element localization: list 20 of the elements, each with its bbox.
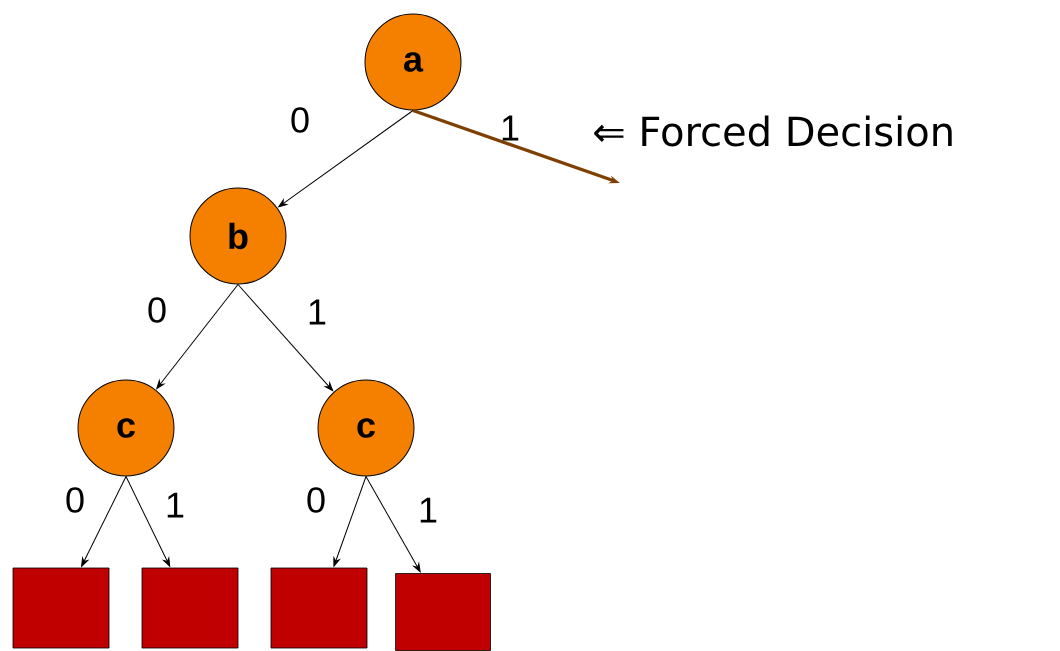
arrow xyxy=(237,284,334,392)
edge-label: 0 xyxy=(291,107,309,133)
edge-label: 0 xyxy=(148,297,166,323)
edge-label: 1 xyxy=(167,492,184,518)
arrow xyxy=(278,110,414,208)
edge-label: 1 xyxy=(309,299,326,325)
arrow xyxy=(81,476,127,567)
arrow xyxy=(156,284,239,390)
leaf-box xyxy=(141,567,239,649)
edge-label: 0 xyxy=(307,487,325,513)
edge-label: 1 xyxy=(420,497,437,523)
arrow xyxy=(125,476,171,567)
arrow xyxy=(333,476,367,567)
leaf-box xyxy=(270,567,368,649)
leaf-box xyxy=(395,573,491,651)
edge-label: 1 xyxy=(502,115,519,141)
leaf-box xyxy=(12,567,110,649)
annotation: ⇐ Forced Decision xyxy=(594,115,952,147)
edge-label: 0 xyxy=(66,487,84,513)
arrow xyxy=(365,476,421,573)
